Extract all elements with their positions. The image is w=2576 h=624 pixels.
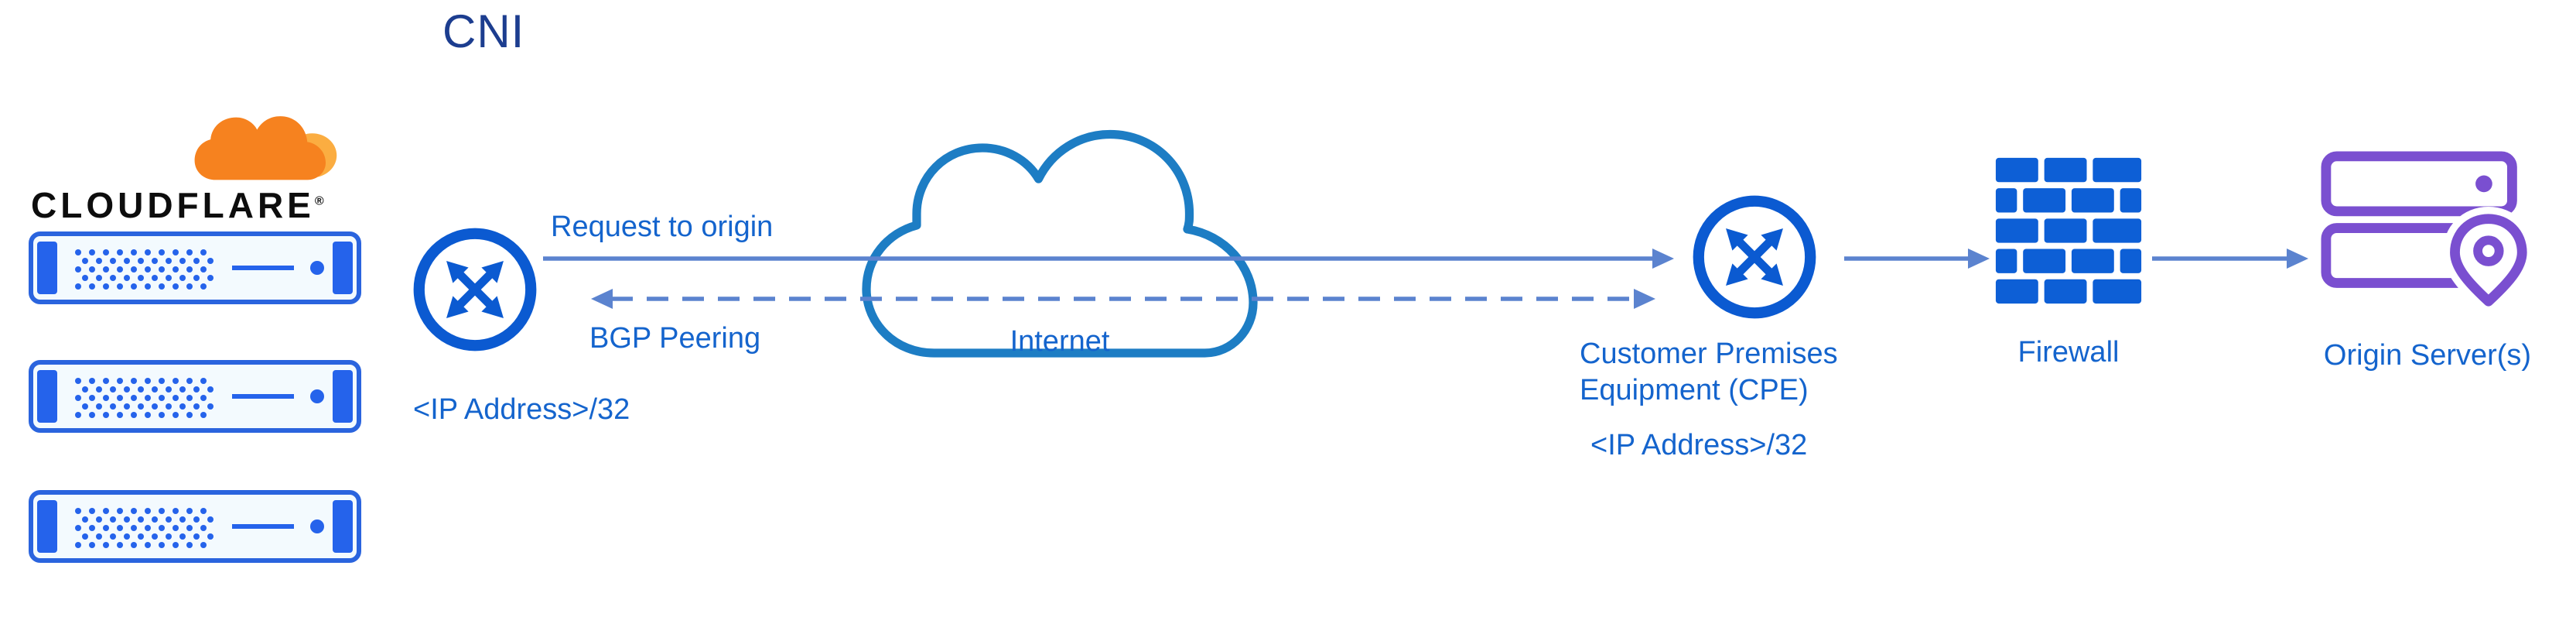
cpe-label-line1: Customer Premises [1580, 338, 1838, 370]
request-to-origin-label: Request to origin [551, 211, 774, 243]
firewall-label: Firewall [2017, 336, 2120, 369]
internet-label: Internet [1010, 325, 1110, 358]
cloudflare-logo [193, 113, 340, 190]
server-icon [28, 229, 362, 310]
origin-server-label: Origin Server(s) [2323, 339, 2532, 372]
bgp-left-arrowhead [591, 289, 613, 309]
origin-server-icon [2321, 149, 2534, 317]
cloudflare-brand-text: CLOUDFLARE [31, 185, 315, 225]
router-graphic [413, 228, 537, 351]
cni-connector-lines [543, 249, 1674, 309]
bgp-right-arrowhead [1634, 289, 1655, 309]
server-graphic-1 [29, 231, 361, 304]
cpe-ip-label: <IP Address>/32 [1590, 429, 1808, 461]
edge-router-icon [410, 225, 540, 358]
request-arrowhead [1652, 249, 1674, 269]
origin-server-graphic [2321, 151, 2534, 314]
server-graphic-3 [29, 490, 361, 563]
cloudflare-cloud-icon [194, 116, 337, 180]
router-graphic [1693, 195, 1816, 319]
cloudflare-wordmark: CLOUDFLARE® [31, 184, 371, 226]
location-pin-icon [2442, 206, 2534, 314]
server-graphic-2 [29, 360, 361, 433]
diagram-title: CNI [442, 5, 525, 57]
cpe-router-icon [1689, 192, 1819, 326]
cpe-label: Customer Premises Equipment (CPE) [1580, 336, 1838, 409]
firewall-graphic [1995, 157, 2142, 304]
bgp-peering-label: BGP Peering [589, 322, 761, 355]
server-icon [28, 358, 362, 439]
edge-router-ip-label: <IP Address>/32 [413, 393, 630, 426]
registered-trademark: ® [314, 194, 324, 208]
firewall-icon [1993, 155, 2144, 310]
cpe-to-firewall-arrow [1844, 249, 1990, 269]
cpe-label-line2: Equipment (CPE) [1580, 374, 1809, 407]
firewall-to-origin-arrow [2152, 249, 2308, 269]
server-icon [28, 488, 362, 569]
